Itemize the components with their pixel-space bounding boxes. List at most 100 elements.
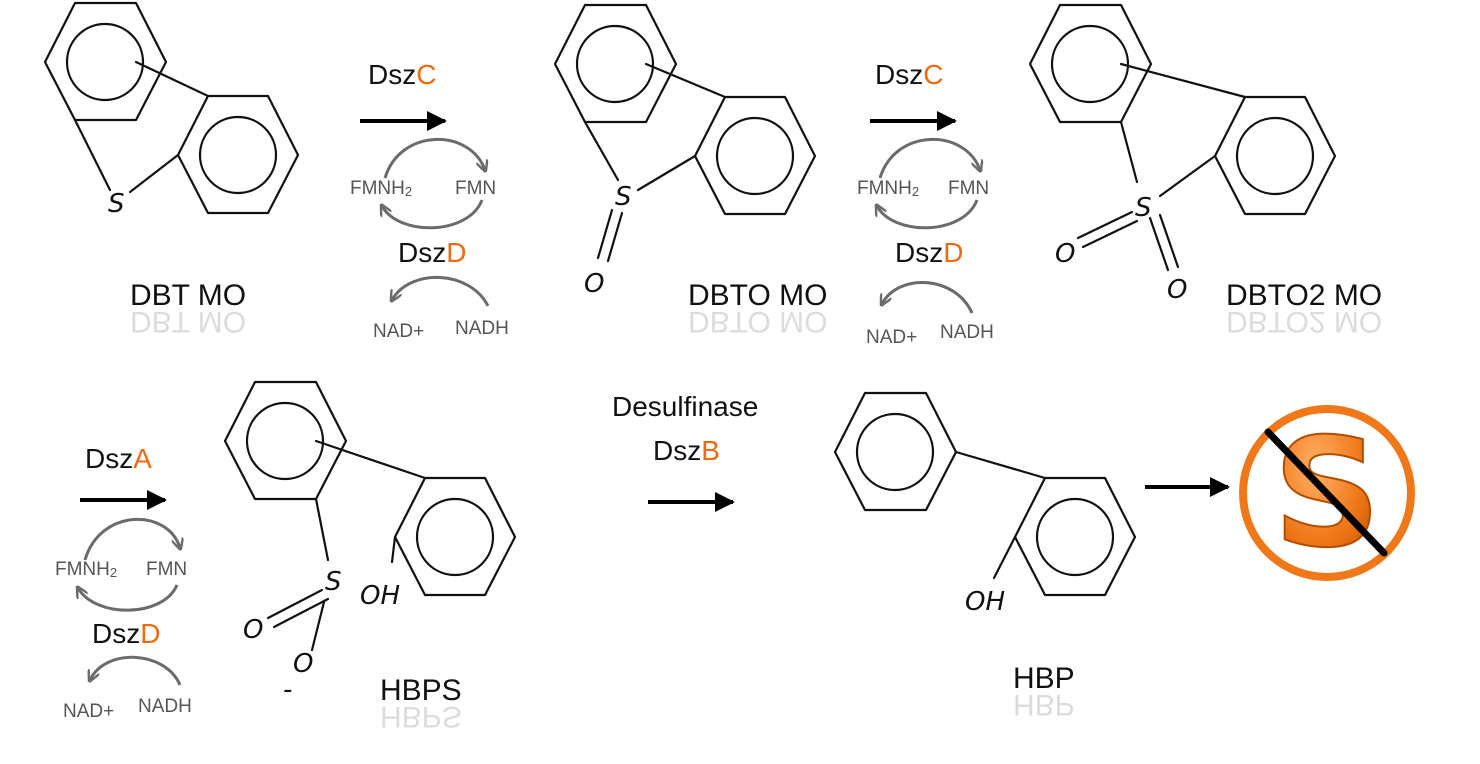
- benzene-ring: [553, 3, 678, 124]
- benzene-ring: [393, 476, 517, 597]
- aromatic-circle: [715, 116, 795, 196]
- bond: [954, 450, 1047, 480]
- dbto-label-reflection: DBTO MO: [688, 305, 827, 338]
- benzene-ring: [1028, 3, 1153, 124]
- oxygen-atom: O: [584, 269, 604, 299]
- aromatic-circle: [245, 401, 325, 481]
- cofactor-fmn: FMN: [948, 178, 989, 199]
- benzene-ring: [176, 94, 300, 215]
- oxygen-atom: O: [1167, 275, 1187, 305]
- aromatic-circle: [65, 22, 145, 102]
- step3-enzyme: DszA: [85, 443, 152, 474]
- cofactor-fmnh2: FMNH2: [857, 178, 919, 199]
- benzene-ring: [223, 380, 348, 501]
- dbto2-label-reflection: DBTO2 MO: [1226, 305, 1382, 338]
- cofactor-fmnh2: FMNH2: [350, 178, 412, 199]
- step1-reaction: DszC FMNH2 FMN DszD NAD+ NADH: [350, 59, 509, 342]
- bond: [314, 439, 427, 480]
- double-bond: [596, 208, 614, 260]
- negative-charge: -: [283, 675, 292, 705]
- cofactor-nad: NAD+: [63, 701, 114, 722]
- oxygen-atom: O: [293, 649, 313, 679]
- hbp-molecule: OH: [833, 391, 1137, 617]
- aromatic-circle: [855, 412, 935, 492]
- step3-reaction: DszA FMNH2 FMN DszD NAD+ NADH: [55, 443, 192, 722]
- dbto-molecule: S O: [553, 3, 817, 299]
- step1-enzyme: DszC: [368, 59, 436, 90]
- aromatic-circle: [1235, 116, 1315, 196]
- bond: [73, 118, 112, 192]
- bond: [1158, 154, 1217, 198]
- no-sulfur-icon: S: [1239, 405, 1415, 582]
- cofactor-cycle-arrow: [83, 517, 180, 561]
- sulfur-atom: S: [108, 189, 125, 219]
- bond: [310, 600, 326, 652]
- cofactor-cycle-arrow: [878, 137, 980, 179]
- hydroxyl-group: OH: [360, 581, 400, 611]
- double-bond: [272, 597, 330, 629]
- hbps-molecule: S OH O O -: [223, 380, 517, 705]
- nad-cycle-arrow: [882, 281, 974, 314]
- oxygen-atom: O: [1055, 239, 1075, 269]
- step4-reaction: Desulfinase DszB: [612, 391, 758, 512]
- double-bond: [1081, 219, 1139, 249]
- step2-reaction: DszC FMNH2 FMN DszD NAD+ NADH: [857, 59, 994, 348]
- cofactor-nad: NAD+: [866, 327, 917, 348]
- bond: [644, 62, 727, 99]
- cofactor-cycle-arrow: [78, 585, 179, 612]
- nad-cycle-arrow: [392, 276, 490, 307]
- hydroxyl-group: OH: [965, 587, 1005, 617]
- cofactor-nad: NAD+: [373, 321, 424, 342]
- cofactor-fmnh2: FMNH2: [55, 559, 117, 580]
- step1-reductase: DszD: [398, 237, 466, 268]
- step2-enzyme: DszC: [875, 59, 943, 90]
- cofactor-nadh: NADH: [940, 322, 994, 343]
- double-bond: [1158, 213, 1180, 269]
- hbp-label-reflection: HBP: [1013, 688, 1075, 721]
- bond: [390, 535, 397, 564]
- benzene-ring: [833, 391, 958, 512]
- prohibition-slash: [1264, 428, 1388, 557]
- sulfur-atom: S: [325, 567, 342, 597]
- bond: [583, 120, 620, 182]
- dbto-label: DBTO MO: [688, 279, 827, 312]
- hbps-label: HBPS: [380, 674, 462, 707]
- bond: [128, 153, 180, 194]
- bond: [992, 535, 1017, 580]
- dbto2-label: DBTO2 MO: [1226, 279, 1382, 312]
- desulfinase-label: Desulfinase: [612, 391, 758, 422]
- sulfur-atom: S: [615, 182, 632, 212]
- double-bond: [606, 211, 624, 263]
- nad-cycle-arrow: [90, 655, 182, 686]
- oxygen-atom: O: [243, 615, 263, 645]
- cofactor-fmn: FMN: [146, 559, 187, 580]
- bond: [1119, 62, 1247, 99]
- bond: [1119, 120, 1139, 184]
- hbp-label: HBP: [1013, 662, 1075, 695]
- cofactor-nadh: NADH: [138, 696, 192, 717]
- cofactor-fmn: FMN: [455, 178, 496, 199]
- step4-enzyme: DszB: [653, 435, 720, 466]
- benzene-ring: [1013, 476, 1137, 597]
- step2-reductase: DszD: [895, 237, 963, 268]
- bond: [636, 154, 697, 192]
- aromatic-circle: [1050, 24, 1130, 104]
- hbps-label-reflection: HBPS: [380, 700, 462, 733]
- dbt-label: DBT MO: [130, 279, 246, 312]
- dbt-label-reflection: DBT MO: [130, 305, 246, 338]
- benzene-ring: [693, 95, 817, 216]
- bond: [314, 497, 330, 562]
- dbto2-molecule: S O O: [1028, 3, 1337, 305]
- aromatic-circle: [575, 24, 655, 104]
- sulfur-atom: S: [1135, 193, 1152, 223]
- double-bond: [1076, 210, 1134, 240]
- double-bond: [1148, 216, 1170, 272]
- bond: [134, 60, 210, 98]
- step3-reductase: DszD: [92, 618, 160, 649]
- cofactor-cycle-arrow: [877, 199, 979, 230]
- cofactor-cycle-arrow: [382, 199, 484, 230]
- benzene-ring: [43, 1, 168, 122]
- dbt-molecule: S: [43, 1, 300, 219]
- aromatic-circle: [1035, 497, 1115, 577]
